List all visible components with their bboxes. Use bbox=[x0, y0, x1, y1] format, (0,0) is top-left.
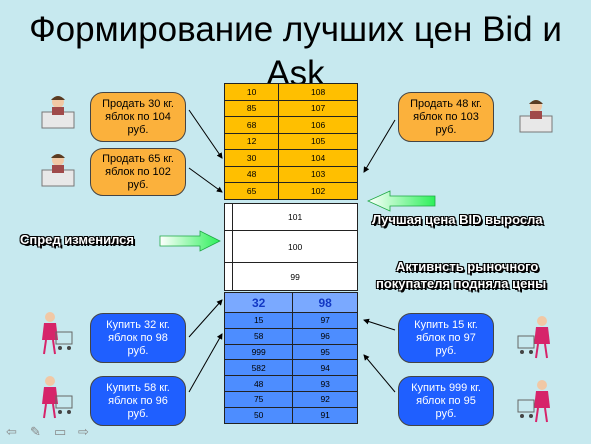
buy-order-callout: Купить 999 кг. яблок по 95 руб. bbox=[398, 376, 494, 426]
price-cell: 99 bbox=[232, 262, 358, 291]
volume-cell: 48 bbox=[223, 165, 280, 183]
pen-icon[interactable]: ✎ bbox=[30, 424, 41, 439]
price-cell: 101 bbox=[232, 203, 358, 231]
volume-cell: 30 bbox=[223, 149, 280, 167]
price-cell: 91 bbox=[292, 406, 358, 424]
seller-icon bbox=[41, 154, 75, 187]
price-cell: 104 bbox=[278, 149, 358, 167]
volume-cell: 85 bbox=[223, 99, 280, 117]
volume-cell: 15 bbox=[223, 312, 294, 329]
volume-cell bbox=[223, 230, 234, 263]
prev-slide-icon[interactable]: ⇦ bbox=[6, 424, 17, 439]
menu-icon[interactable]: ▭ bbox=[54, 424, 67, 439]
buy-order-callout: Купить 58 кг. яблок по 96 руб. bbox=[90, 376, 186, 426]
activity-label-line2: покупателя подняла цены bbox=[376, 276, 547, 291]
volume-cell: 58 bbox=[223, 327, 294, 345]
volume-cell: 68 bbox=[223, 116, 280, 134]
price-cell: 107 bbox=[278, 99, 358, 117]
buyer-icon bbox=[42, 312, 73, 355]
volume-cell: 32 bbox=[223, 292, 294, 313]
buy-order-callout: Купить 15 кг. яблок по 97 руб. bbox=[398, 313, 494, 363]
spread-row: 100 bbox=[223, 230, 358, 263]
price-cell: 106 bbox=[278, 116, 358, 134]
buy-order-callout: Купить 32 кг. яблок по 98 руб. bbox=[90, 313, 186, 363]
next-slide-icon[interactable]: ⇨ bbox=[78, 424, 89, 439]
sell-order-callout: Продать 30 кг. яблок по 104 руб. bbox=[90, 92, 186, 142]
buyer-icon bbox=[517, 316, 550, 359]
price-cell: 98 bbox=[292, 292, 358, 313]
sell-order-callout: Продать 48 кг. яблок по 103 руб. bbox=[398, 92, 494, 142]
volume-cell: 12 bbox=[223, 132, 280, 150]
volume-cell: 48 bbox=[223, 375, 294, 392]
price-cell: 93 bbox=[292, 375, 358, 392]
volume-cell: 65 bbox=[223, 182, 280, 200]
price-cell: 97 bbox=[292, 312, 358, 329]
activity-label-line1: Активнсть рыночного bbox=[396, 259, 539, 274]
price-cell: 102 bbox=[278, 182, 358, 200]
seller-icon bbox=[41, 96, 75, 129]
price-cell: 100 bbox=[232, 230, 358, 263]
volume-cell: 75 bbox=[223, 390, 294, 408]
volume-cell: 10 bbox=[223, 83, 280, 101]
spread-label: Спред изменился bbox=[20, 232, 134, 247]
buyer-icon bbox=[42, 376, 73, 419]
price-cell: 92 bbox=[292, 390, 358, 408]
price-cell: 96 bbox=[292, 327, 358, 345]
spread-row: 99 bbox=[223, 262, 358, 291]
volume-cell: 999 bbox=[223, 343, 294, 361]
spread-row: 101 bbox=[223, 203, 358, 231]
price-cell: 103 bbox=[278, 165, 358, 183]
buyer-icon bbox=[517, 380, 550, 423]
volume-cell bbox=[223, 203, 234, 231]
price-cell: 95 bbox=[292, 343, 358, 361]
seller-icon bbox=[519, 100, 553, 133]
price-cell: 94 bbox=[292, 359, 358, 377]
price-cell: 105 bbox=[278, 132, 358, 150]
sell-order-callout: Продать 65 кг. яблок по 102 руб. bbox=[90, 148, 186, 196]
volume-cell: 50 bbox=[223, 406, 294, 424]
best-bid-label: Лучшая цена BID выросла bbox=[372, 212, 543, 227]
price-cell: 108 bbox=[278, 83, 358, 101]
volume-cell: 582 bbox=[223, 359, 294, 377]
page-title: Формирование лучших цен Bid и Ask bbox=[29, 10, 562, 93]
volume-cell bbox=[223, 262, 234, 291]
